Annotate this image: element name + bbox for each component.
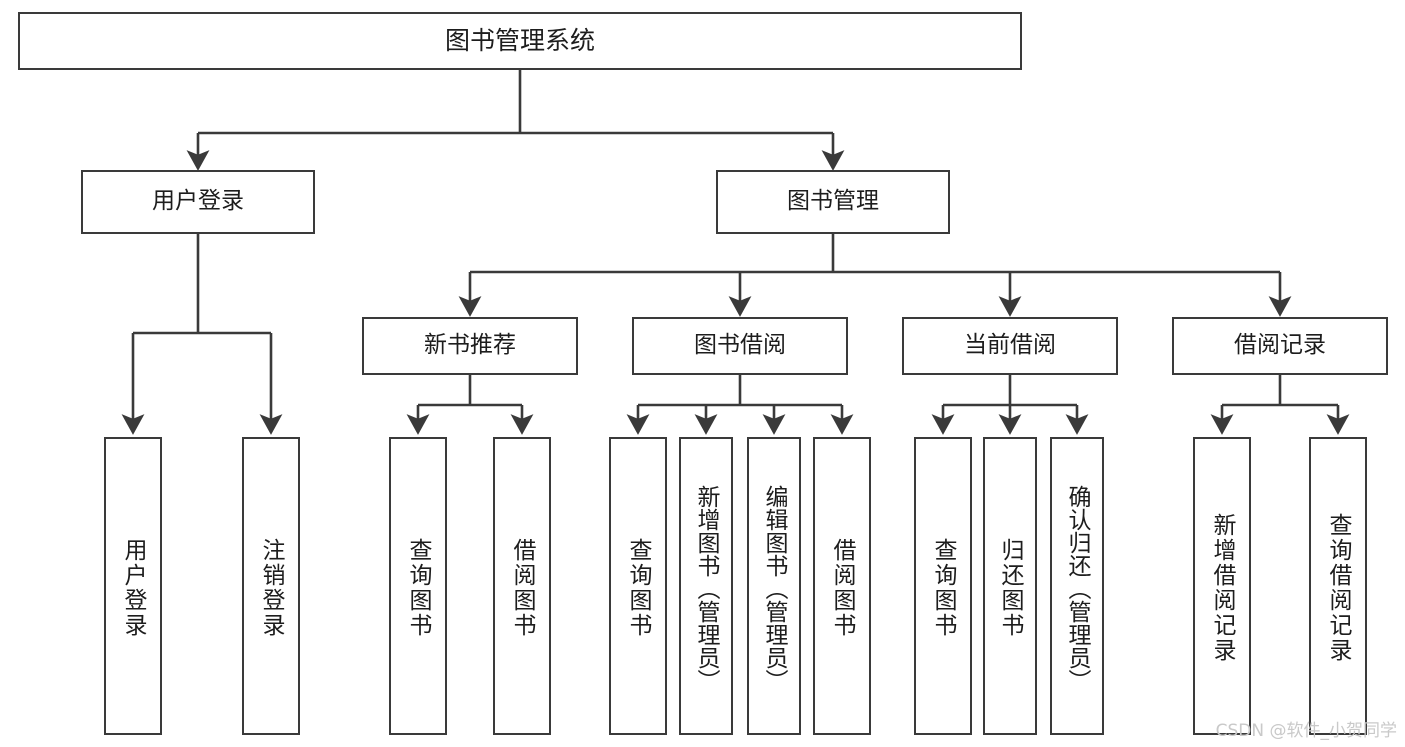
leaf-confirm-return-admin[interactable]: 确认归还（管理员）	[1050, 437, 1104, 735]
node-label: 确认归还（管理员）	[1064, 484, 1091, 692]
node-label: 注销登录	[258, 538, 285, 638]
node-label: 借阅记录	[1234, 332, 1326, 359]
node-label: 用户登录	[120, 538, 147, 638]
leaf-query-borrow-record[interactable]: 查询借阅记录	[1309, 437, 1367, 735]
leaf-add-book-admin[interactable]: 新增图书（管理员）	[679, 437, 733, 735]
leaf-query-book-recommend[interactable]: 查询图书	[389, 437, 447, 735]
node-label: 借阅图书	[829, 538, 856, 638]
node-label: 借阅图书	[509, 538, 536, 638]
node-label: 查询图书	[930, 538, 957, 638]
leaf-return-book[interactable]: 归还图书	[983, 437, 1037, 735]
leaf-query-book-current[interactable]: 查询图书	[914, 437, 972, 735]
leaf-logout[interactable]: 注销登录	[242, 437, 300, 735]
node-book-management[interactable]: 图书管理	[716, 170, 950, 234]
watermark: CSDN @软件_小贺同学	[1215, 721, 1397, 741]
node-book-borrow[interactable]: 图书借阅	[632, 317, 848, 375]
node-label: 新增借阅记录	[1209, 513, 1236, 663]
leaf-borrow-book-recommend[interactable]: 借阅图书	[493, 437, 551, 735]
node-label: 图书管理系统	[444, 26, 595, 56]
node-label: 用户登录	[152, 188, 244, 215]
node-label: 查询图书	[625, 538, 652, 638]
node-label: 归还图书	[997, 538, 1024, 638]
node-label: 图书借阅	[694, 332, 786, 359]
node-borrow-record[interactable]: 借阅记录	[1172, 317, 1388, 375]
node-new-book-recommend[interactable]: 新书推荐	[362, 317, 578, 375]
node-current-borrow[interactable]: 当前借阅	[902, 317, 1118, 375]
leaf-query-book-borrow[interactable]: 查询图书	[609, 437, 667, 735]
leaf-edit-book-admin[interactable]: 编辑图书（管理员）	[747, 437, 801, 735]
node-book-management-system[interactable]: 图书管理系统	[18, 12, 1022, 70]
node-label: 新增图书（管理员）	[693, 484, 720, 692]
leaf-user-login[interactable]: 用户登录	[104, 437, 162, 735]
node-label: 编辑图书（管理员）	[761, 484, 788, 692]
node-label: 查询借阅记录	[1325, 513, 1352, 663]
node-label: 当前借阅	[964, 332, 1056, 359]
node-label: 图书管理	[787, 188, 879, 215]
node-user-login[interactable]: 用户登录	[81, 170, 315, 234]
node-label: 新书推荐	[424, 332, 516, 359]
node-label: 查询图书	[405, 538, 432, 638]
leaf-borrow-book[interactable]: 借阅图书	[813, 437, 871, 735]
leaf-add-borrow-record[interactable]: 新增借阅记录	[1193, 437, 1251, 735]
